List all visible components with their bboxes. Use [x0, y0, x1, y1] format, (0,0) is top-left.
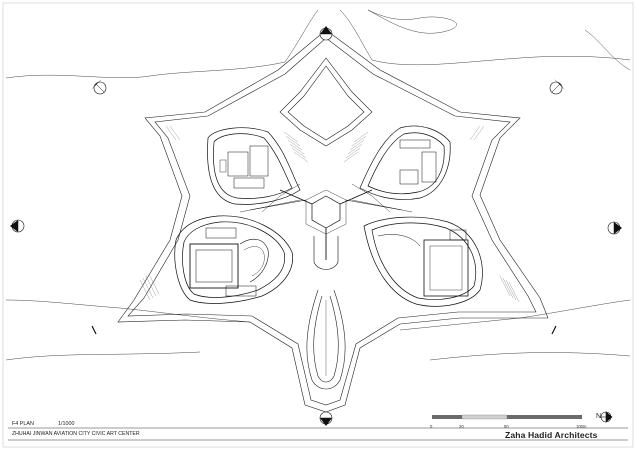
pod-upper-right: [359, 125, 451, 200]
scale-tick-50: 50: [504, 423, 509, 429]
ramp-hatching: [139, 125, 520, 303]
plan-name: F4 PLAN: [12, 421, 34, 427]
site-outline: [5, 9, 631, 361]
tip-mark-left: [91, 325, 97, 335]
pod-lower-right: [363, 216, 483, 307]
central-hub: [239, 183, 413, 270]
studio-name: Zaha Hadid Architects: [505, 430, 598, 440]
north-arrow-icon: [600, 411, 613, 423]
section-marker-top-icon: [319, 26, 333, 41]
title-block-lines: [8, 427, 628, 441]
section-marker-upper-left-icon: [91, 79, 107, 95]
scale-tick-20: 20: [459, 423, 464, 429]
scale-bar: [432, 414, 582, 420]
section-marker-left-icon: [10, 219, 25, 233]
north-label: N: [596, 413, 602, 420]
scale-tick-100: 100m: [576, 423, 587, 429]
north-courtyard: [279, 57, 373, 147]
section-marker-upper-right-icon: [549, 79, 565, 95]
plan-scale: 1/1000: [58, 421, 75, 427]
tip-mark-right: [551, 325, 557, 335]
pod-upper-left: [207, 127, 301, 205]
star-outer-ring: [117, 29, 549, 413]
south-arm: [306, 289, 346, 390]
section-marker-bottom-icon: [319, 411, 333, 426]
scale-tick-0: 0: [430, 423, 433, 429]
section-marker-right-icon: [607, 221, 622, 235]
pod-lower-left: [174, 215, 293, 304]
project-name: ZHUHAI JINWAN AVIATION CITY CIVIC ART CE…: [12, 431, 140, 437]
